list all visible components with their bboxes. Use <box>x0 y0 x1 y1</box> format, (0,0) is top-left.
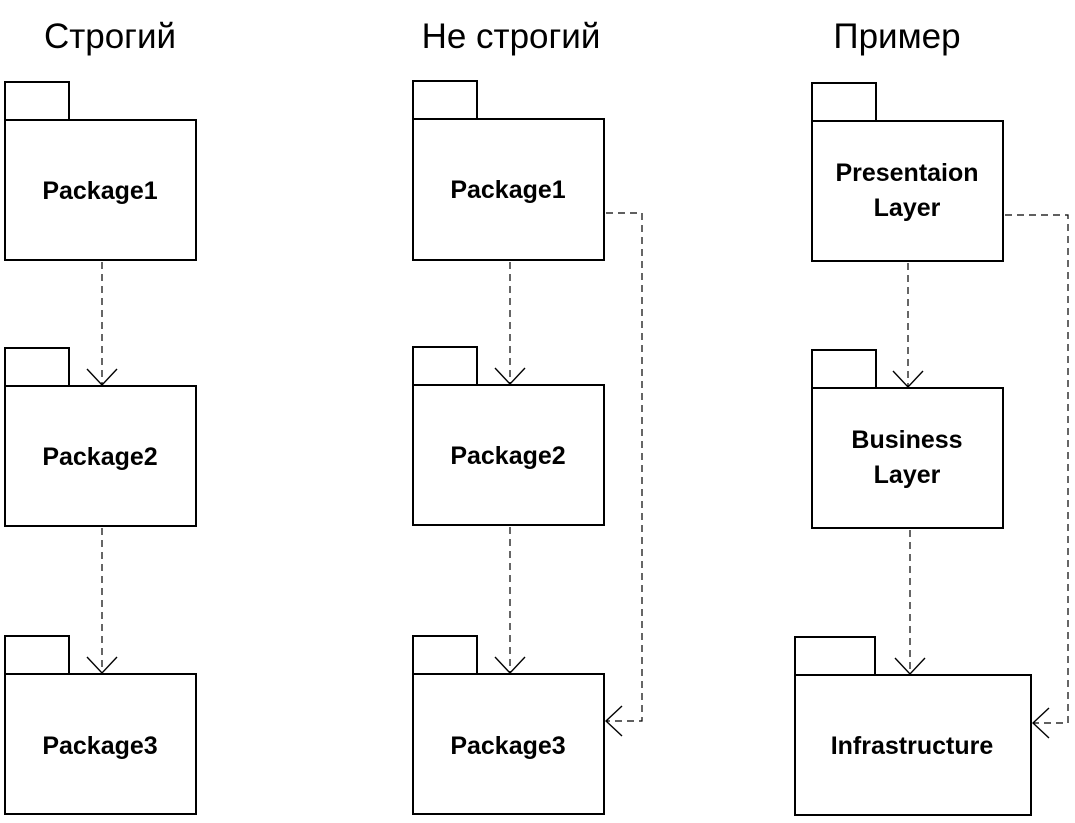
package-presentation-layer: Presentaion Layer <box>811 82 1004 262</box>
package-label-line-1: Presentaion <box>835 159 978 187</box>
package-label: Package1 <box>450 176 565 204</box>
dependency-business-to-infrastructure <box>894 530 926 676</box>
dependency-presentation-to-business <box>892 263 924 389</box>
package-label-line-1: Business <box>851 426 962 454</box>
package-label: Package2 <box>42 443 157 471</box>
package-label: Package1 <box>42 177 157 205</box>
dependency-non-strict-1-to-3 <box>604 212 643 737</box>
package-non-strict-2: Package2 <box>412 346 605 526</box>
package-strict-2: Package2 <box>4 347 197 527</box>
dependency-non-strict-1-to-2 <box>494 262 526 386</box>
package-non-strict-3: Package3 <box>412 635 605 815</box>
dependency-strict-1-to-2 <box>86 262 118 387</box>
package-strict-3: Package3 <box>4 635 197 815</box>
heading-example: Пример <box>833 17 960 56</box>
dependency-strict-2-to-3 <box>86 528 118 675</box>
heading-non-strict: Не строгий <box>422 17 601 56</box>
package-label: Package2 <box>450 442 565 470</box>
heading-strict: Строгий <box>44 17 176 56</box>
package-label-line-2: Layer <box>874 194 941 222</box>
package-label: Package3 <box>450 732 565 760</box>
package-strict-1: Package1 <box>4 81 197 261</box>
package-label-line-2: Layer <box>874 461 941 489</box>
package-label: Package3 <box>42 732 157 760</box>
package-non-strict-1: Package1 <box>412 80 605 261</box>
package-business-layer: Business Layer <box>811 349 1004 529</box>
package-label: Infrastructure <box>831 732 994 760</box>
dependency-presentation-to-infrastructure <box>1005 214 1069 739</box>
dependency-non-strict-2-to-3 <box>494 527 526 675</box>
package-infrastructure: Infrastructure <box>794 636 1032 816</box>
